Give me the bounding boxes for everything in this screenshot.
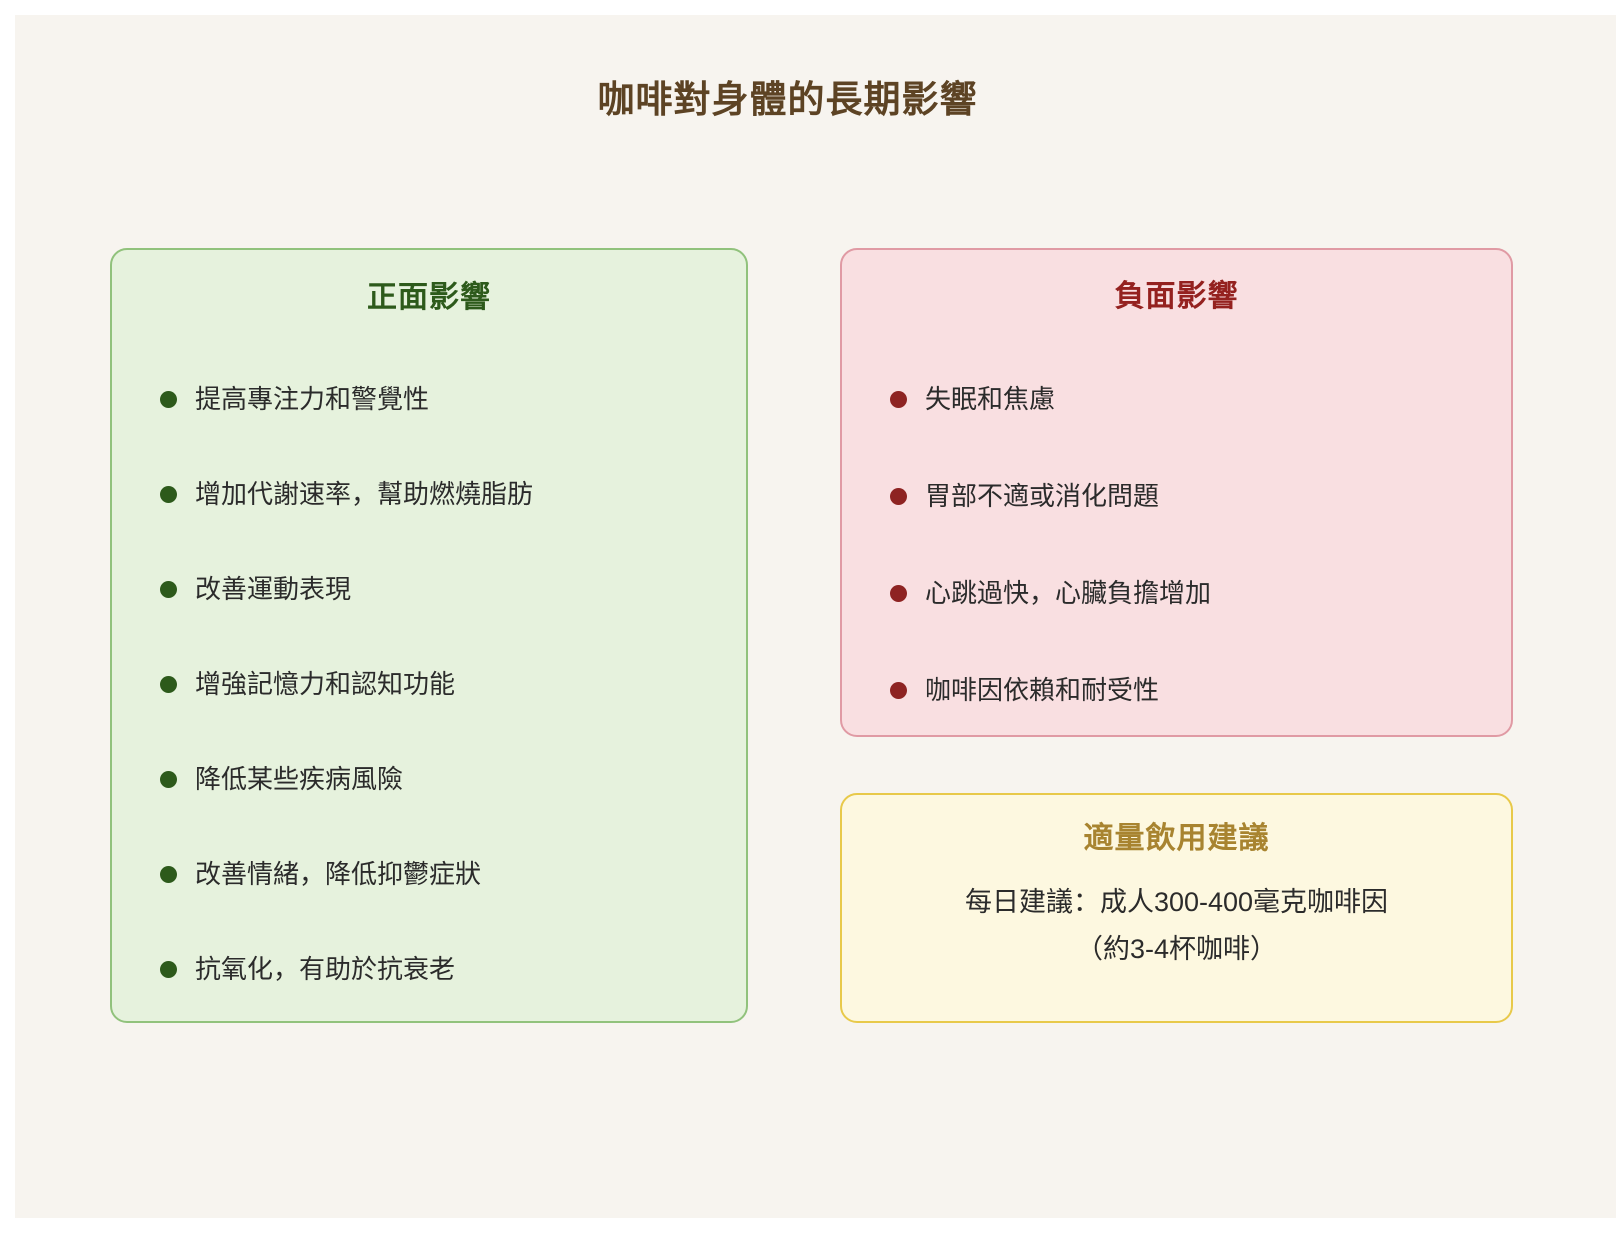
advice-line: （約3-4杯咖啡） xyxy=(1075,934,1278,965)
negative-effects-list: 失眠和焦慮 胃部不適或消化問題 心跳過快，心臟負擔增加 咖啡因依賴和耐受性 xyxy=(842,351,1511,739)
positive-effects-heading: 正面影響 xyxy=(367,281,491,314)
list-item: 降低某些疾病風險 xyxy=(112,732,746,827)
bullet-dot-icon xyxy=(890,391,907,408)
list-item: 增強記憶力和認知功能 xyxy=(112,637,746,732)
list-item-label: 胃部不適或消化問題 xyxy=(925,480,1160,511)
page-title: 咖啡對身體的長期影響 xyxy=(597,78,978,120)
list-item-label: 心跳過快，心臟負擔增加 xyxy=(925,577,1212,608)
list-item-label: 增強記憶力和認知功能 xyxy=(195,668,456,699)
list-item: 提高專注力和警覺性 xyxy=(112,352,746,447)
list-item: 抗氧化，有助於抗衰老 xyxy=(112,922,746,1017)
bullet-dot-icon xyxy=(160,486,177,503)
list-item-label: 改善運動表現 xyxy=(195,573,352,604)
bullet-dot-icon xyxy=(160,581,177,598)
list-item: 胃部不適或消化問題 xyxy=(842,448,1511,545)
list-item: 增加代謝速率，幫助燃燒脂肪 xyxy=(112,447,746,542)
negative-effects-heading: 負面影響 xyxy=(1114,280,1239,313)
list-item: 改善情緒，降低抑鬱症狀 xyxy=(112,827,746,922)
list-item-label: 抗氧化，有助於抗衰老 xyxy=(195,953,456,984)
positive-effects-list: 提高專注力和警覺性 增加代謝速率，幫助燃燒脂肪 改善運動表現 增強記憶力和認知功… xyxy=(112,352,746,1017)
advice-body: 每日建議：成人300-400毫克咖啡因 （約3-4杯咖啡） xyxy=(842,879,1511,974)
list-item: 失眠和焦慮 xyxy=(842,351,1511,448)
list-item: 心跳過快，心臟負擔增加 xyxy=(842,545,1511,642)
negative-effects-panel: 負面影響 失眠和焦慮 胃部不適或消化問題 心跳過快，心臟負擔增加 咖啡因依賴和耐… xyxy=(840,248,1513,737)
bullet-dot-icon xyxy=(890,682,907,699)
bullet-dot-icon xyxy=(160,391,177,408)
infographic-canvas: 咖啡對身體的長期影響 正面影響 提高專注力和警覺性 增加代謝速率，幫助燃燒脂肪 … xyxy=(15,15,1616,1218)
list-item: 咖啡因依賴和耐受性 xyxy=(842,642,1511,739)
bullet-dot-icon xyxy=(160,961,177,978)
bullet-dot-icon xyxy=(160,866,177,883)
list-item-label: 增加代謝速率，幫助燃燒脂肪 xyxy=(195,478,534,509)
advice-line: 每日建議：成人300-400毫克咖啡因 xyxy=(964,887,1389,917)
positive-effects-panel: 正面影響 提高專注力和警覺性 增加代謝速率，幫助燃燒脂肪 改善運動表現 增強記憶… xyxy=(110,248,748,1023)
advice-heading: 適量飲用建議 xyxy=(1083,822,1270,855)
bullet-dot-icon xyxy=(890,585,907,602)
list-item-label: 提高專注力和警覺性 xyxy=(195,383,430,414)
bullet-dot-icon xyxy=(890,488,907,505)
list-item: 改善運動表現 xyxy=(112,542,746,637)
list-item-label: 咖啡因依賴和耐受性 xyxy=(925,674,1160,705)
list-item-label: 降低某些疾病風險 xyxy=(195,763,404,794)
bullet-dot-icon xyxy=(160,771,177,788)
bullet-dot-icon xyxy=(160,676,177,693)
advice-panel: 適量飲用建議 每日建議：成人300-400毫克咖啡因 （約3-4杯咖啡） xyxy=(840,793,1513,1023)
list-item-label: 改善情緒，降低抑鬱症狀 xyxy=(195,858,482,889)
list-item-label: 失眠和焦慮 xyxy=(925,383,1056,414)
